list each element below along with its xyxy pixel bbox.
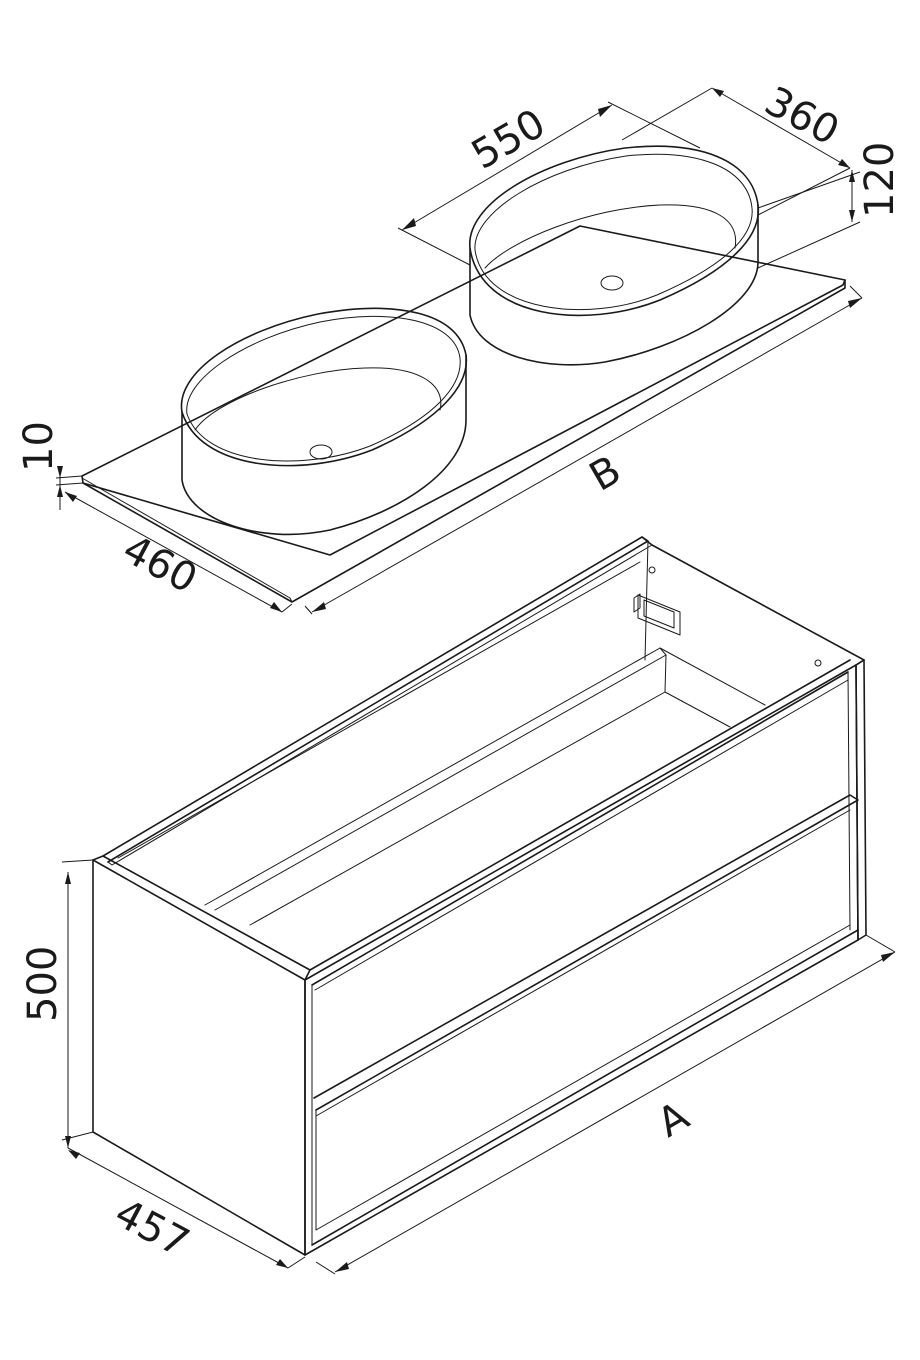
right-basin-drain: [600, 275, 624, 291]
cabinet-height-label: 500: [20, 946, 66, 1022]
top-depth-label: 460: [115, 526, 204, 602]
basin-depth-label: 360: [757, 78, 846, 154]
vanity-cabinet: [92, 536, 867, 1256]
cabinet-depth-label: 457: [107, 1190, 196, 1266]
left-basin: [180, 307, 468, 536]
countertop: [81, 225, 846, 603]
dimension-arrows: [57, 88, 895, 1272]
basin-height-label: 120: [857, 142, 903, 218]
cabinet-length-label: A: [650, 1093, 697, 1147]
top-length-label: B: [582, 447, 629, 501]
wall-bracket: [633, 566, 822, 667]
top-thickness-label: 10: [16, 421, 62, 472]
right-basin: [469, 145, 760, 366]
left-basin-drain: [309, 444, 333, 460]
